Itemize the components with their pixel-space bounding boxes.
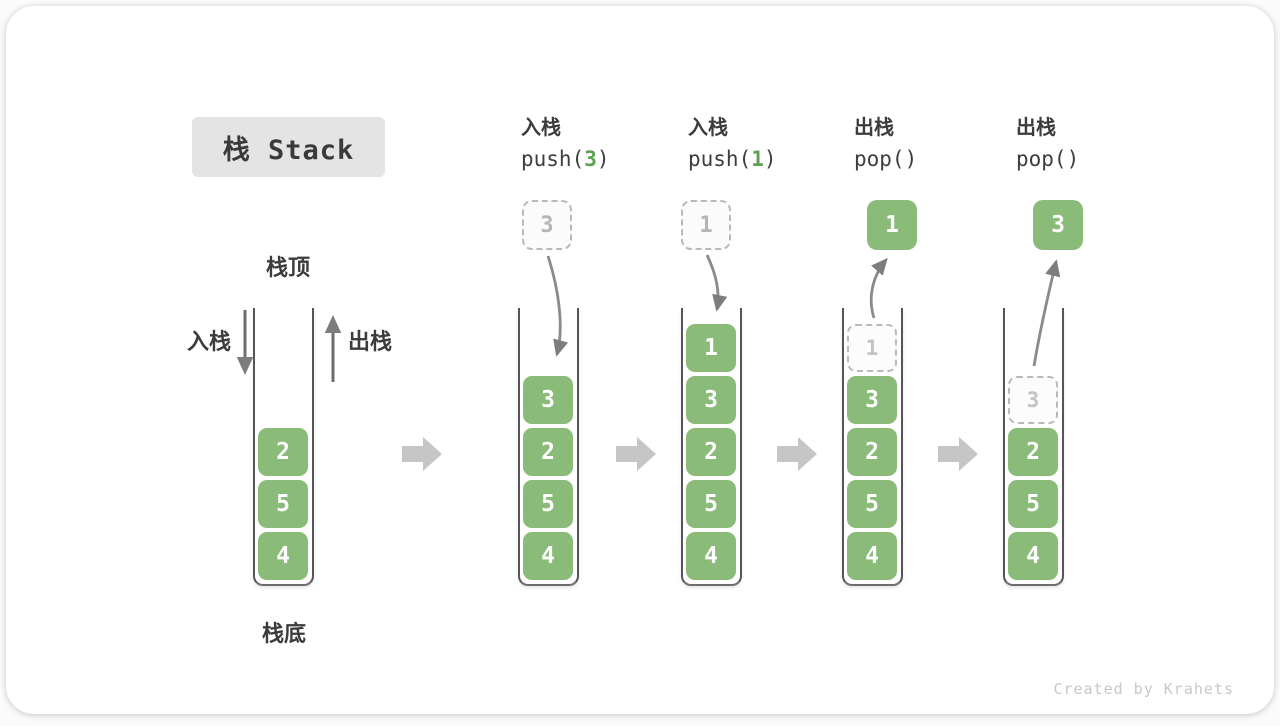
stack3-block: 5 [686, 480, 736, 528]
op1-arg: 3 [584, 147, 597, 171]
diagram-card: 栈 Stack 栈顶 栈底 入栈 出栈 入栈 push(3) 入栈 push(1… [6, 6, 1274, 714]
stack4-block: 3 [847, 376, 897, 424]
push-curved-arrow-icon [705, 254, 728, 312]
pop-result-box: 1 [867, 200, 917, 250]
arrows-layer [236, 254, 1061, 471]
popped-ghost-slot: 1 [847, 324, 897, 372]
op3-name: 出栈 [854, 115, 894, 139]
popped-ghost-slot: 3 [1008, 376, 1058, 424]
op1-code: push(3) [521, 147, 610, 171]
op4-name: 出栈 [1016, 115, 1056, 139]
stack3-block: 4 [686, 532, 736, 580]
stack2-block: 5 [523, 480, 573, 528]
op3-code: pop() [854, 147, 918, 171]
watermark-credit: Created by Krahets [1053, 680, 1234, 698]
stack-bottom-label: 栈底 [262, 622, 307, 647]
stack1-block: 2 [258, 428, 308, 476]
stack1-block: 5 [258, 480, 308, 528]
diagram-title: 栈 Stack [192, 117, 385, 177]
state-transition-arrow-icon [938, 437, 978, 471]
stack3-block: 3 [686, 376, 736, 424]
op1-name: 入栈 [521, 115, 561, 139]
op2-arg: 1 [751, 147, 764, 171]
stack5-block: 2 [1008, 428, 1058, 476]
pop-result-box: 3 [1033, 200, 1083, 250]
stack3-block: 1 [686, 324, 736, 372]
stack2-block: 4 [523, 532, 573, 580]
op2-code: push(1) [688, 147, 777, 171]
push-source-box: 1 [681, 200, 731, 250]
stack-top-label: 栈顶 [266, 256, 311, 281]
op4-code: pop() [1016, 147, 1080, 171]
state-transition-arrow-icon [777, 437, 817, 471]
state-transition-arrow-icon [402, 437, 442, 471]
stack4-block: 5 [847, 480, 897, 528]
stack4-block: 2 [847, 428, 897, 476]
stack5-block: 5 [1008, 480, 1058, 528]
stack4-block: 4 [847, 532, 897, 580]
push-side-label: 入栈 [187, 330, 232, 355]
stack3-block: 2 [686, 428, 736, 476]
stack2-block: 2 [523, 428, 573, 476]
pop-side-label: 出栈 [348, 330, 393, 355]
stack5-block: 4 [1008, 532, 1058, 580]
stack2-block: 3 [523, 376, 573, 424]
push-source-box: 3 [522, 200, 572, 250]
state-transition-arrow-icon [616, 437, 656, 471]
stack1-block: 4 [258, 532, 308, 580]
op2-name: 入栈 [688, 115, 728, 139]
